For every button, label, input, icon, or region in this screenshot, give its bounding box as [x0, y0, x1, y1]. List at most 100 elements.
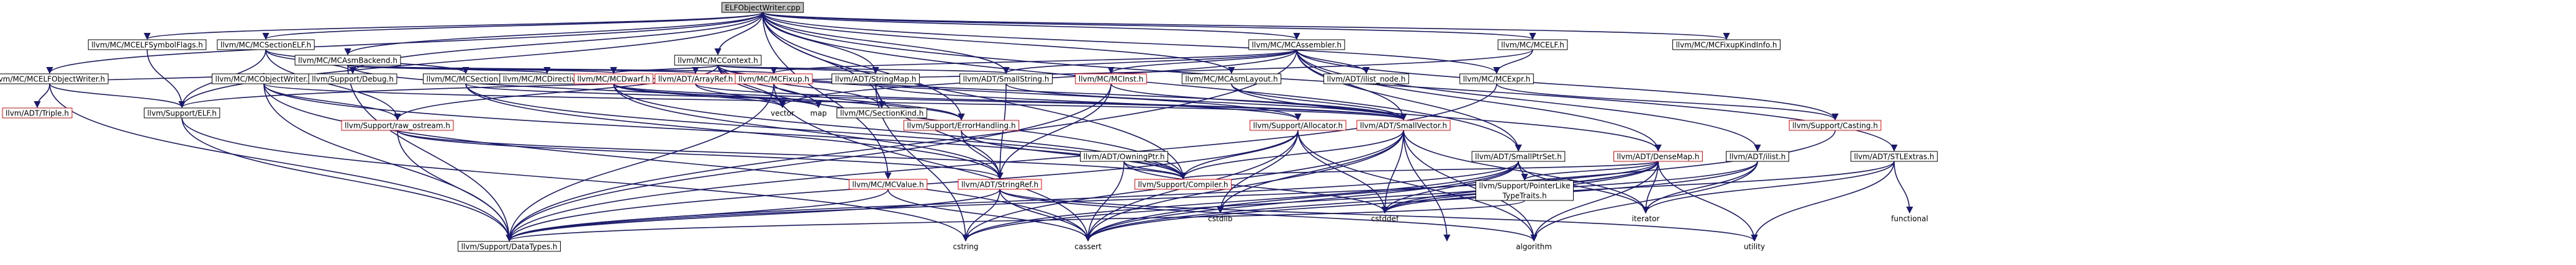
node-box-mcvalue [848, 179, 928, 190]
node-mcsection[interactable]: llvm/MC/MCSection.h [422, 73, 509, 84]
node-mcelfsym[interactable]: llvm/MC/MCELFSymbolFlags.h [88, 39, 207, 50]
edge-stringref-to-utility [999, 189, 1758, 242]
node-label-smallptrset: llvm/ADT/SmallPtrSet.h [1475, 153, 1562, 161]
node-label-densemap: llvm/ADT/DenseMap.h [1617, 153, 1700, 161]
node-rawostream[interactable]: llvm/Support/raw_ostream.h [341, 120, 454, 131]
node-algorithm: algorithm [1516, 243, 1552, 251]
node-label-triple: llvm/ADT/Triple.h [6, 109, 69, 118]
node-box-mcelfow [0, 73, 109, 84]
node-label-smallvector: llvm/ADT/SmallVector.h [1360, 122, 1447, 130]
node-label-mcsection: llvm/MC/MCSection.h [426, 75, 505, 84]
edge-root-to-mcexpr [762, 12, 1500, 74]
edge-densemap-to-utility [1658, 161, 1758, 242]
node-mcasmbackend[interactable]: llvm/MC/MCAsmBackend.h [294, 55, 401, 66]
node-box-mcdwarf [573, 73, 654, 84]
edge-elf-to-cstring [181, 117, 969, 242]
edge-mcexpr-to-casting [1496, 83, 1839, 121]
node-mcinst[interactable]: llvm/MC/MCInst.h [1075, 73, 1147, 84]
edge-mcsecelf-to-rawostream [265, 49, 401, 121]
node-datatypes[interactable]: llvm/Support/DataTypes.h [458, 241, 561, 252]
node-label-smallstring: llvm/ADT/SmallString.h [963, 75, 1050, 84]
node-casting[interactable]: llvm/Support/Casting.h [1789, 120, 1882, 131]
edge-errorhandling-to-stringref [961, 130, 1004, 180]
node-box-mcfixupkind [1672, 39, 1781, 50]
edge-smallvector-to-cstdlib [1217, 130, 1404, 214]
node-label-mcasmlayout: llvm/MC/MCAsmLayout.h [1185, 75, 1277, 84]
node-cstring: cstring [953, 243, 978, 251]
node-elf[interactable]: llvm/Support/ELF.h [143, 107, 220, 119]
node-functional: functional [1891, 215, 1928, 223]
node-owningptr[interactable]: llvm/ADT/OwningPtr.h [1080, 151, 1168, 162]
edge-mcelfsym-to-elf [147, 49, 186, 109]
node-densemap[interactable]: llvm/ADT/DenseMap.h [1613, 151, 1703, 162]
node-arrayref[interactable]: llvm/ADT/ArrayRef.h [655, 73, 737, 84]
node-mcasmlayout[interactable]: llvm/MC/MCAsmLayout.h [1181, 73, 1282, 84]
edge-elf-to-datatypes [181, 117, 513, 242]
node-mcvalue[interactable]: llvm/MC/MCValue.h [848, 179, 928, 190]
node-box-triple [2, 107, 73, 119]
node-label-mcexpr: llvm/MC/MCExpr.h [1463, 75, 1531, 84]
edge-rawostream-to-datatypes [397, 130, 513, 242]
node-label-cstring: cstring [953, 243, 978, 251]
node-label-pointerlike: TypeTraits.h [1502, 192, 1546, 200]
node-compiler[interactable]: llvm/Support/Compiler.h [1134, 179, 1232, 190]
node-ilist[interactable]: llvm/ADT/ilist.h [1726, 151, 1789, 162]
node-box-smallptrset [1471, 151, 1566, 162]
node-mcsecelf[interactable]: llvm/MC/MCSectionELF.h [217, 39, 315, 50]
node-smallvector[interactable]: llvm/ADT/SmallVector.h [1356, 120, 1451, 131]
node-mcobjwriter[interactable]: llvm/MC/MCObjectWriter.h [211, 73, 317, 84]
edge-smallptrset-to-cassert [1084, 161, 1519, 242]
node-cstdlib: cstdlib [1208, 215, 1232, 223]
edge-mcassembler-to-mcinst [1107, 49, 1297, 74]
node-label-functional: functional [1891, 215, 1928, 223]
node-mcsectionkind[interactable]: llvm/MC/SectionKind.h [837, 107, 927, 119]
edge-smallvector-to-compiler [1179, 130, 1404, 180]
node-mcdirectives[interactable]: llvm/MC/MCDirectives.h [499, 73, 595, 84]
edge-mcdwarf-to-map [613, 83, 822, 109]
edge-mcassembler-to-casting [1296, 49, 1839, 121]
edge-densemap-to-cstring [962, 161, 1659, 242]
node-stlextras[interactable]: llvm/ADT/STLExtras.h [1850, 151, 1938, 162]
node-smallstring[interactable]: llvm/ADT/SmallString.h [959, 73, 1053, 84]
node-mcelfow[interactable]: llvm/MC/MCELFObjectWriter.h [0, 73, 109, 84]
node-mcelf[interactable]: llvm/MC/MCELF.h [1497, 39, 1568, 50]
node-label-casting: llvm/Support/Casting.h [1792, 122, 1878, 130]
edge-mcasmbackend-to-datatypes [347, 65, 513, 242]
node-label-mcelf: llvm/MC/MCELF.h [1501, 41, 1564, 50]
node-stringmap[interactable]: llvm/ADT/StringMap.h [832, 73, 920, 84]
node-label-iterator: iterator [1632, 215, 1660, 223]
node-mcfixup[interactable]: llvm/MC/MCFixup.h [735, 73, 813, 84]
edge-smallvector-to-iterator [1403, 130, 1649, 214]
node-label-mcelfsym: llvm/MC/MCELFSymbolFlags.h [91, 41, 203, 50]
edge-mcassembler-to-datatypes [506, 49, 1297, 242]
edge-mcassembler-to-ilistnode [1296, 49, 1370, 74]
node-root[interactable]: ELFObjectWriter.cpp [721, 2, 804, 13]
node-mcfixupkind[interactable]: llvm/MC/MCFixupKindInfo.h [1672, 39, 1781, 50]
node-smallptrset[interactable]: llvm/ADT/SmallPtrSet.h [1471, 151, 1566, 162]
edge-smallptrset-to-cstring [962, 161, 1519, 242]
edge-mccontext-to-mcdwarf [610, 65, 719, 74]
edge-mcelf-to-mcexpr [1493, 49, 1533, 74]
node-mcassembler[interactable]: llvm/MC/MCAssembler.h [1248, 39, 1345, 50]
node-stringref[interactable]: llvm/ADT/StringRef.h [958, 179, 1042, 190]
edge-stlextras-to-functional [1893, 161, 1913, 214]
node-label-mcfixup: llvm/MC/MCFixup.h [738, 75, 809, 84]
node-mcexpr[interactable]: llvm/MC/MCExpr.h [1459, 73, 1534, 84]
edge-densemap-to-datatypes [506, 161, 1659, 242]
node-triple[interactable]: llvm/ADT/Triple.h [2, 107, 73, 119]
node-ilistnode[interactable]: llvm/ADT/ilist_node.h [1323, 73, 1409, 84]
node-errorhandling[interactable]: llvm/Support/ErrorHandling.h [903, 120, 1020, 131]
edge-casting-to-cassert [1084, 130, 1836, 242]
edge-densemap-to-cassert [1084, 161, 1659, 242]
node-box-pointerlike [1475, 180, 1574, 201]
node-label-ilist: llvm/ADT/ilist.h [1730, 153, 1786, 161]
node-mccontext[interactable]: llvm/MC/MCContext.h [674, 55, 762, 66]
node-label-mcvalue: llvm/MC/MCValue.h [852, 181, 923, 189]
node-box-mcsecelf [217, 39, 315, 50]
node-label-allocator: llvm/Support/Allocator.h [1253, 122, 1343, 130]
node-debug[interactable]: llvm/Support/Debug.h [308, 73, 397, 84]
node-allocator[interactable]: llvm/Support/Allocator.h [1249, 120, 1346, 131]
node-mcdwarf[interactable]: llvm/MC/MCDwarf.h [573, 73, 654, 84]
